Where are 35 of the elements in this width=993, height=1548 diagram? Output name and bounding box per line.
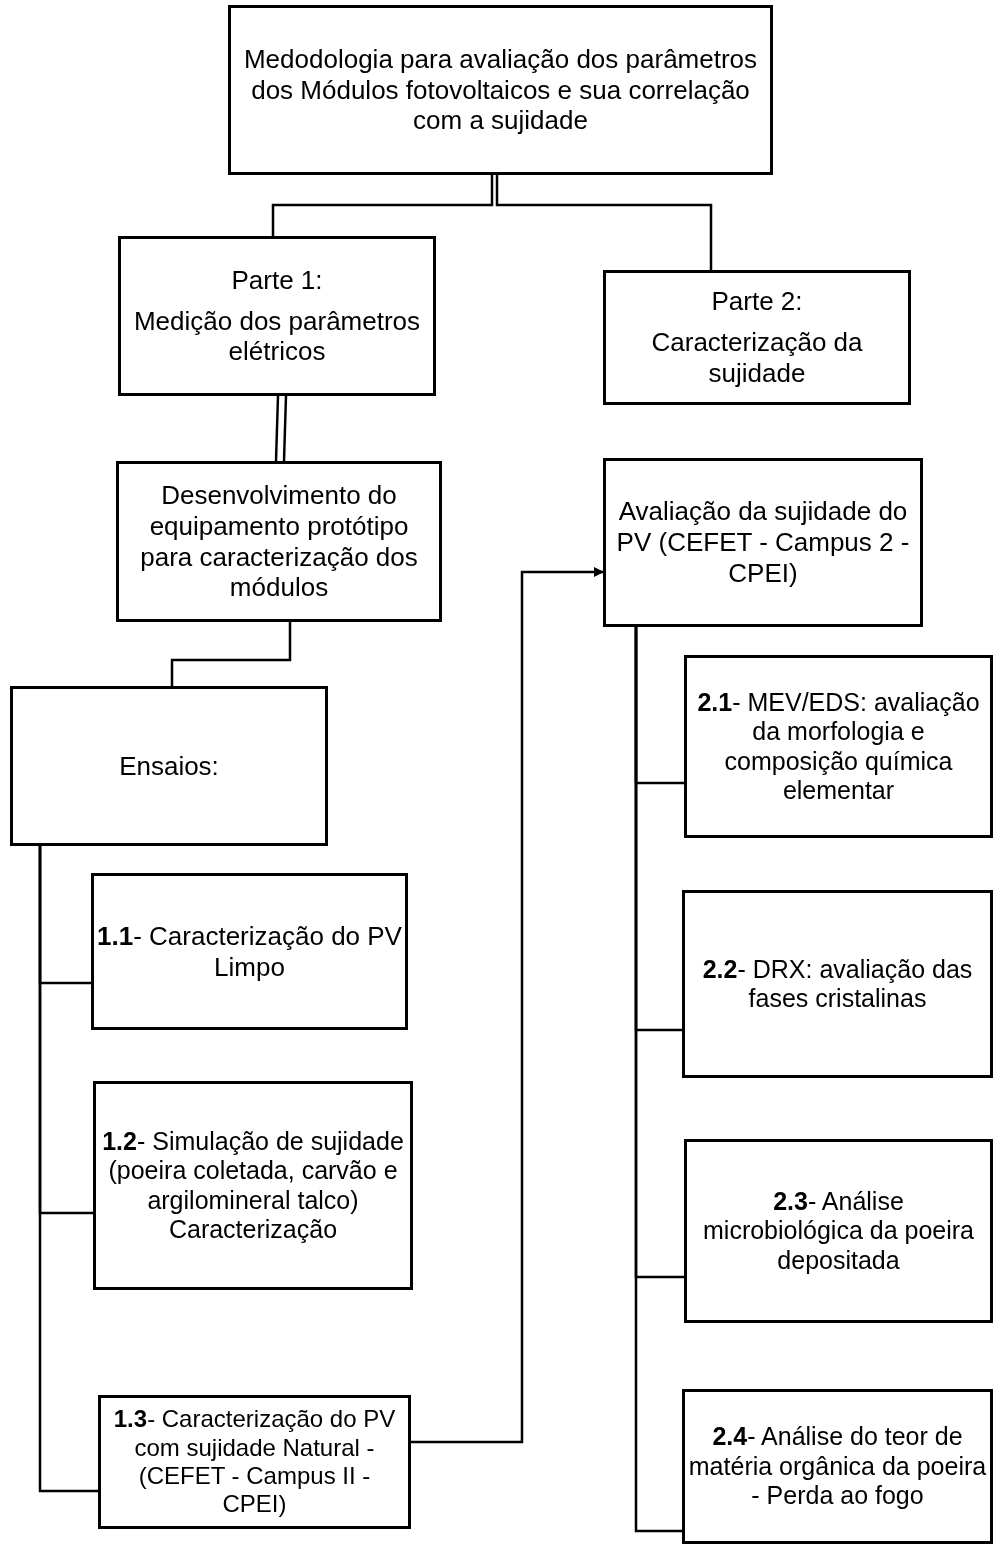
process-box [603, 270, 911, 405]
connector-line [38, 846, 98, 1493]
process-box [684, 655, 993, 838]
box-heading: Parte 2: [711, 286, 803, 318]
process-box [116, 461, 442, 622]
process-box [93, 1081, 413, 1290]
box-text: 1.3- Caracterização do PV com sujidade Natural - (CEFET - Campus II - CPEI) [112, 1405, 397, 1519]
box-text: Desenvolvimento do equipamento protótipo para caracterização dos módulos [139, 480, 419, 603]
box-text: 1.2- Simulação de sujidade (poeira coletada, carvão e argilomineral talco) Caracterização [101, 1126, 405, 1245]
process-box [228, 5, 773, 175]
process-box [10, 686, 328, 846]
process-box [682, 1389, 993, 1544]
process-box [684, 1139, 993, 1323]
box-text: Caracterização da sujidade [650, 327, 864, 389]
box-text: Avaliação da sujidade do PV (CEFET - Campus 2 - CPEI) [615, 496, 911, 589]
connector-line [634, 627, 682, 1533]
process-box [98, 1395, 411, 1529]
box-text: 2.3- Análise microbiológica da poeira depositada [702, 1186, 975, 1276]
process-box [91, 873, 408, 1030]
connector-line [274, 394, 288, 463]
box-text: Medodologia para avaliação dos parâmetros dos Módulos fotovoltaicos e sua correlação com a sujidade [242, 44, 759, 136]
box-text: 2.2- DRX: avaliação das fases cristalinas [701, 954, 974, 1014]
process-box [118, 236, 436, 396]
box-heading: Parte 1: [231, 265, 323, 296]
box-text: Ensaios: [119, 750, 219, 782]
process-box [603, 458, 923, 627]
box-text: 1.1- Caracterização do PV Limpo [97, 920, 402, 983]
box-text: Medição dos parâmetros elétricos [132, 305, 422, 367]
connector-line [271, 175, 494, 236]
connector-line [170, 622, 292, 686]
box-text: 2.1- MEV/EDS: avaliação da morfologia e composição química elementar [696, 687, 981, 806]
box-text: 2.4- Análise do teor de matéria orgânica da poeira - Perda ao fogo [688, 1422, 987, 1511]
arrow [411, 567, 604, 1444]
process-box [682, 890, 993, 1078]
connector-line [495, 175, 713, 270]
